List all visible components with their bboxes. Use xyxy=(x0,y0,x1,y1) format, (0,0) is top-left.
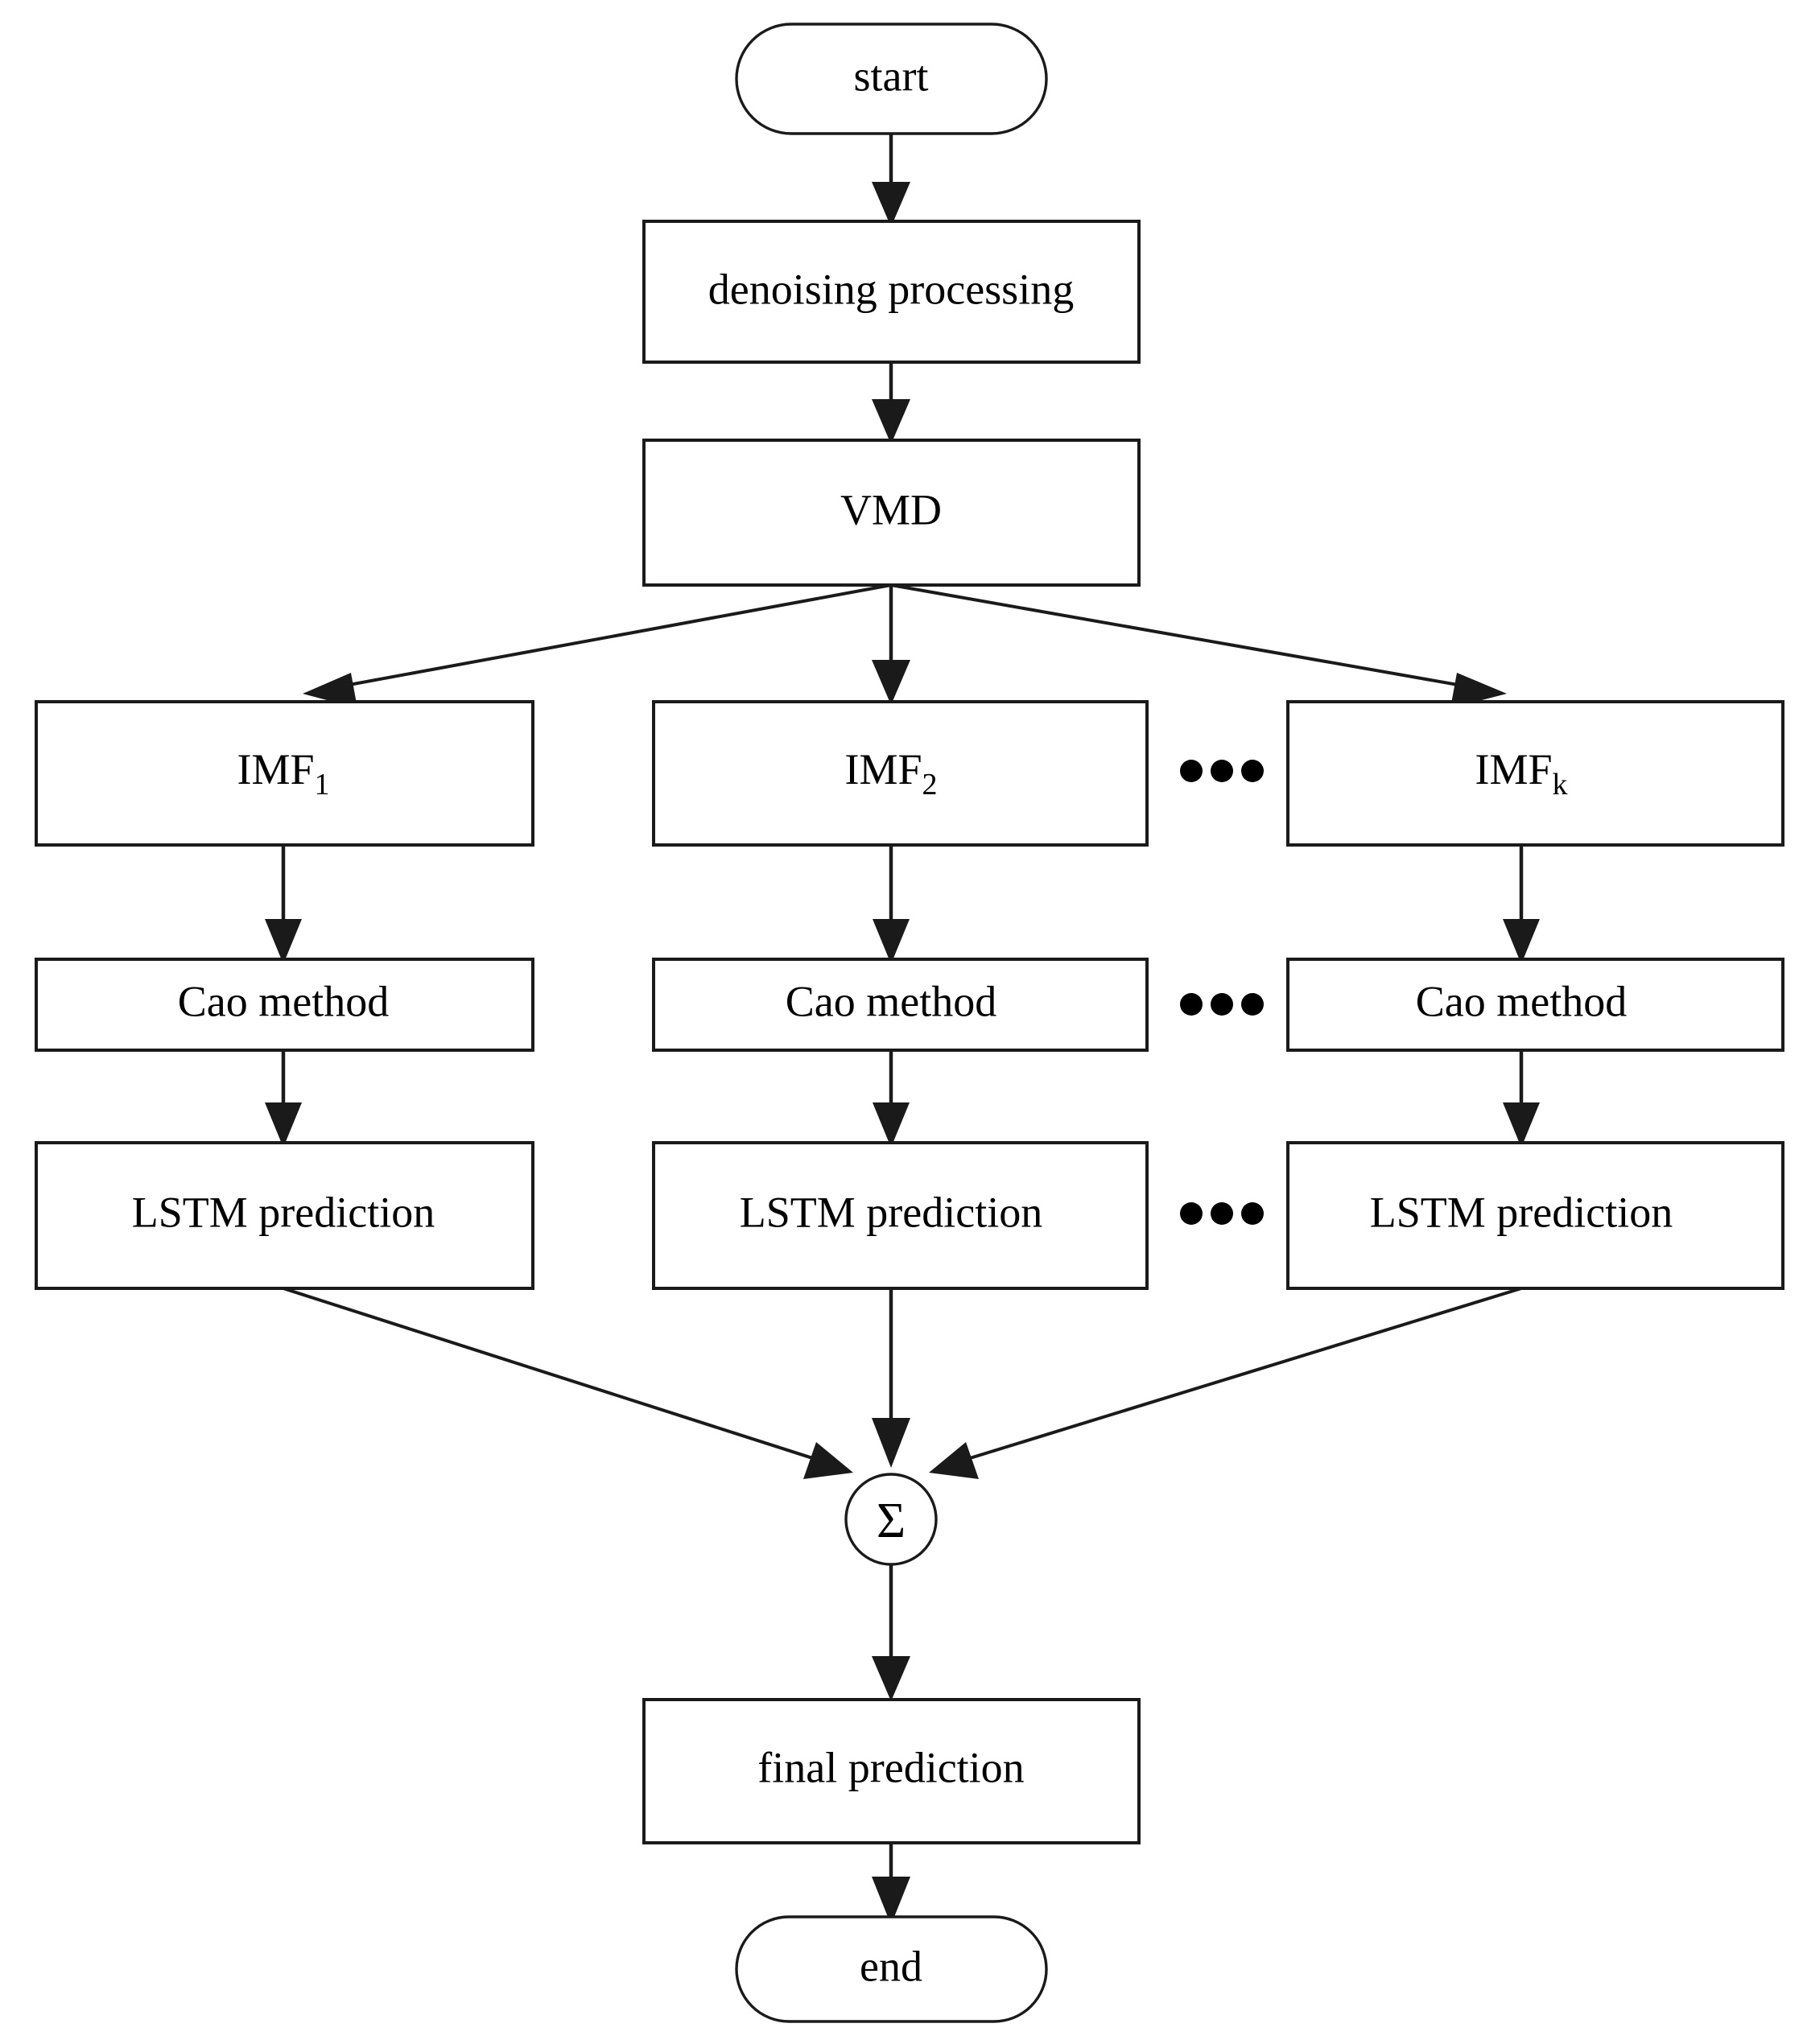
node-start[interactable]: start xyxy=(735,23,1048,135)
node-imf-2-label: IMF2 xyxy=(844,745,937,801)
edge-lstm2-to-sum xyxy=(872,1288,910,1468)
edge-vmd-to-imf1 xyxy=(303,583,892,708)
node-end-label: end xyxy=(860,1942,922,1990)
edge-lstm1-to-sum xyxy=(283,1287,853,1479)
node-cao-method-1-label: Cao method xyxy=(178,977,389,1025)
edge-vmd-to-imfk xyxy=(890,583,1507,708)
node-imf-1[interactable]: IMF1 xyxy=(35,700,534,847)
node-vmd[interactable]: VMD xyxy=(642,439,1141,587)
edge-start-to-denoising xyxy=(872,134,910,227)
node-cao-method-2[interactable]: Cao method xyxy=(652,958,1149,1052)
node-imf-k-label: IMFk xyxy=(1475,745,1567,801)
ellipsis-lstm-row xyxy=(1180,1202,1264,1225)
edge-final-to-end xyxy=(872,1843,910,1925)
node-summation-label: Σ xyxy=(877,1494,906,1548)
edge-denoising-to-vmd xyxy=(872,362,910,444)
edge-cao1-to-lstm1 xyxy=(265,1050,302,1148)
edge-lstmk-to-sum xyxy=(929,1287,1522,1479)
node-lstm-prediction-1-label: LSTM prediction xyxy=(132,1188,435,1236)
node-lstm-prediction-2[interactable]: LSTM prediction xyxy=(652,1141,1149,1290)
edge-sum-to-final xyxy=(872,1564,910,1701)
ellipsis-imf-row xyxy=(1180,760,1264,782)
node-denoising-processing[interactable]: denoising processing xyxy=(642,220,1141,364)
node-cao-method-k-label: Cao method xyxy=(1416,977,1627,1025)
node-lstm-prediction-k-label: LSTM prediction xyxy=(1370,1188,1673,1236)
node-lstm-prediction-2-label: LSTM prediction xyxy=(740,1188,1042,1236)
node-lstm-prediction-k[interactable]: LSTM prediction xyxy=(1286,1141,1784,1290)
node-imf-1-label: IMF1 xyxy=(237,745,329,801)
edge-imfk-to-caok xyxy=(1503,845,1540,964)
edge-imf1-to-cao1 xyxy=(265,845,302,964)
ellipsis-cao-row xyxy=(1180,993,1264,1016)
node-cao-method-k[interactable]: Cao method xyxy=(1286,958,1784,1052)
node-summation[interactable]: Σ xyxy=(844,1473,938,1566)
edge-cao2-to-lstm2 xyxy=(873,1050,910,1148)
node-imf-k[interactable]: IMFk xyxy=(1286,700,1784,847)
node-cao-method-2-label: Cao method xyxy=(786,977,996,1025)
node-cao-method-1[interactable]: Cao method xyxy=(35,958,534,1052)
node-denoising-label: denoising processing xyxy=(708,265,1074,313)
node-end[interactable]: end xyxy=(735,1915,1048,2023)
node-final-prediction-label: final prediction xyxy=(757,1743,1024,1791)
node-start-label: start xyxy=(854,52,929,100)
edge-vmd-to-imf2 xyxy=(872,585,910,705)
node-imf-2[interactable]: IMF2 xyxy=(652,700,1149,847)
edge-caok-to-lstmk xyxy=(1503,1050,1540,1148)
node-vmd-label: VMD xyxy=(840,485,942,534)
edge-imf2-to-cao2 xyxy=(873,845,910,964)
node-lstm-prediction-1[interactable]: LSTM prediction xyxy=(35,1141,534,1290)
node-final-prediction[interactable]: final prediction xyxy=(642,1698,1141,1844)
